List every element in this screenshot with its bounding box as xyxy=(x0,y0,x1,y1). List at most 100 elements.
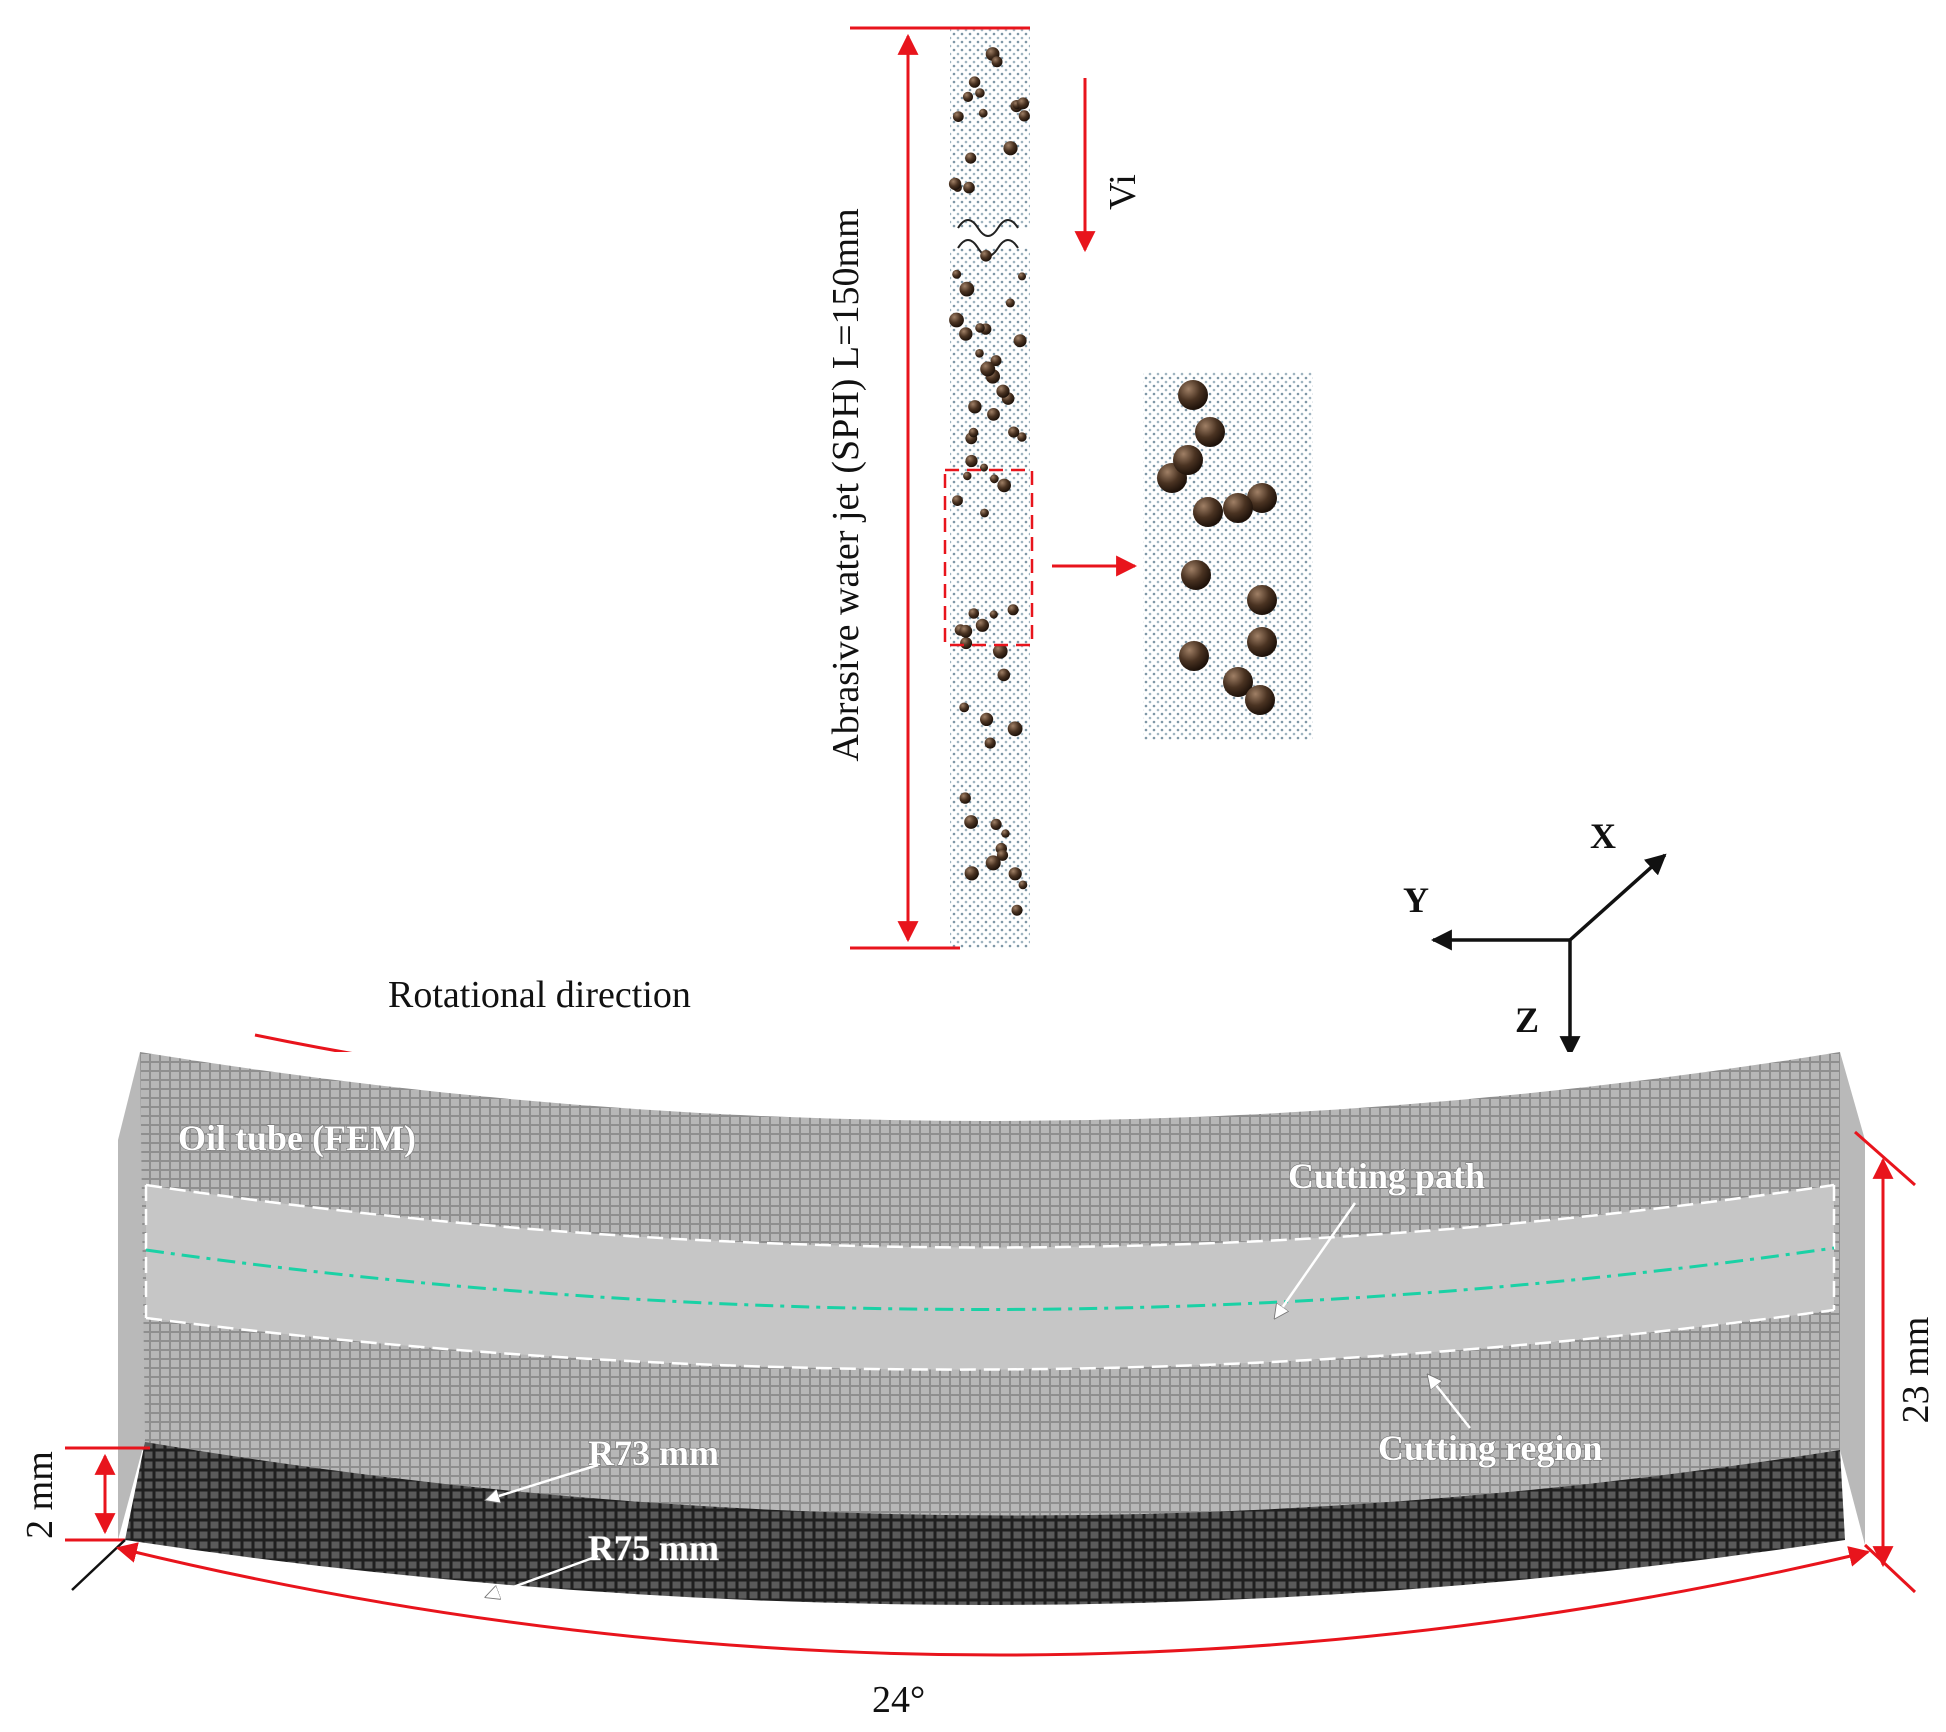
abrasive-particle xyxy=(1245,685,1275,715)
abrasive-particle xyxy=(990,818,1002,831)
cutting-region-upper-edge xyxy=(145,1183,1835,1249)
x-axis-arrow xyxy=(1568,853,1667,942)
x-axis-label: X xyxy=(1590,816,1616,856)
abrasive-particle xyxy=(963,471,972,481)
abrasive-particle xyxy=(968,76,981,88)
abrasive-particle xyxy=(985,855,1001,871)
cutting-region-label: Cutting region xyxy=(1378,1428,1602,1468)
abrasive-particle xyxy=(975,349,984,358)
abrasive-particle xyxy=(997,668,1011,682)
abrasive-particle xyxy=(990,355,1002,367)
wall-thickness-dimension: 2 mm xyxy=(19,1446,150,1542)
abrasive-particle xyxy=(1193,497,1223,527)
abrasive-particle xyxy=(1181,560,1211,590)
wall-thickness-label: 2 mm xyxy=(19,1451,61,1539)
y-axis-label: Y xyxy=(1403,880,1429,920)
abrasive-particle xyxy=(980,463,988,472)
height-ext-bottom xyxy=(1863,1543,1917,1594)
velocity-label: Vi xyxy=(1102,174,1144,210)
abrasive-particle xyxy=(975,323,985,333)
abrasive-particle xyxy=(968,608,980,619)
abrasive-particle xyxy=(964,815,978,829)
abrasive-particle xyxy=(1011,904,1023,916)
abrasive-particle xyxy=(1018,880,1028,890)
abrasive-particle xyxy=(1179,641,1209,671)
abrasive-particle xyxy=(1173,445,1203,475)
abrasive-particle xyxy=(1195,417,1225,447)
tube-left-face xyxy=(118,1052,145,1540)
abrasive-particle xyxy=(1247,585,1277,615)
cutting-path-pointer xyxy=(1275,1202,1357,1318)
abrasive-particle xyxy=(1005,298,1015,308)
abrasive-particle xyxy=(989,610,998,619)
jet-length-label: Abrasive water jet (SPH) L=150mm xyxy=(825,208,867,761)
abrasive-particle xyxy=(952,111,964,122)
angle-dimension: 24° xyxy=(71,1539,1871,1721)
angle-label: 24° xyxy=(872,1679,925,1721)
abrasive-particle xyxy=(984,737,996,749)
inner-radius-pointer xyxy=(486,1463,599,1500)
zoom-detail xyxy=(943,372,1313,740)
abrasive-particle xyxy=(997,478,1011,493)
abrasive-particle xyxy=(1223,493,1253,523)
abrasive-particle xyxy=(1017,432,1027,442)
z-axis-label: Z xyxy=(1515,1000,1539,1040)
abrasive-particle xyxy=(1007,604,1019,616)
abrasive-particle xyxy=(1018,272,1026,281)
abrasive-particle xyxy=(968,400,982,414)
abrasive-particle xyxy=(964,866,979,881)
abrasive-particle xyxy=(1247,627,1277,657)
abrasive-particle xyxy=(962,91,974,102)
abrasive-particle xyxy=(996,384,1010,398)
jet-length-dimension: Abrasive water jet (SPH) L=150mm xyxy=(825,26,1030,950)
cutting-region-lower-edge xyxy=(145,1308,1835,1371)
abrasive-particle xyxy=(980,250,992,262)
abrasive-particle xyxy=(978,108,988,118)
abrasive-particle xyxy=(949,312,964,328)
abrasive-particle xyxy=(959,702,970,713)
inner-radius-label: R73 mm xyxy=(588,1433,719,1473)
abrasive-particle xyxy=(1007,721,1023,737)
abrasive-particle xyxy=(991,56,1003,68)
height-label: 23 mm xyxy=(1895,1317,1937,1424)
angle-arc-arrow xyxy=(115,1542,1871,1657)
tube-right-face xyxy=(1840,1052,1865,1545)
abrasive-particle xyxy=(1003,141,1018,156)
abrasive-particle xyxy=(968,427,979,438)
abrasive-particle xyxy=(952,495,963,506)
abrasive-particle xyxy=(1013,334,1027,348)
abrasive-particle xyxy=(1223,667,1253,697)
abrasive-particle xyxy=(975,618,990,632)
rotation-label: Rotational direction xyxy=(388,974,691,1016)
abrasive-particle xyxy=(1008,867,1022,881)
jet-column-lower xyxy=(950,248,1030,948)
abrasive-particle xyxy=(952,269,962,279)
abrasive-particle xyxy=(1008,426,1020,438)
height-dimension: 23 mm xyxy=(1854,1130,1937,1594)
abrasive-particle xyxy=(959,624,973,638)
angle-ext-left xyxy=(71,1539,126,1591)
tube-top-face xyxy=(140,1052,1840,1121)
abrasive-particle xyxy=(959,792,971,804)
abrasive-particle xyxy=(993,644,1008,659)
abrasive-particle xyxy=(1247,483,1277,513)
abrasive-particle xyxy=(996,849,1009,861)
velocity-indicator: Vi xyxy=(1074,78,1144,253)
abrasive-particle xyxy=(980,508,989,518)
outer-radius-label: R75 mm xyxy=(588,1528,719,1568)
cutting-region-band xyxy=(146,1185,1834,1370)
abrasive-particle xyxy=(987,408,1000,421)
oil-tube-label: Oil tube (FEM) xyxy=(178,1118,416,1158)
abrasive-particle xyxy=(965,152,977,164)
jet-column-upper xyxy=(950,28,1030,228)
abrasive-particle xyxy=(960,637,973,650)
jet-abrasive-particles xyxy=(948,47,1030,916)
abrasive-particle xyxy=(989,474,999,484)
abrasive-particle xyxy=(1178,380,1208,410)
abrasive-particle xyxy=(1018,110,1030,122)
abrasive-particle xyxy=(1017,97,1029,110)
abrasive-particle xyxy=(975,88,985,98)
coordinate-axes: X Y Z xyxy=(1403,816,1667,1058)
abrasive-water-jet xyxy=(948,28,1030,948)
